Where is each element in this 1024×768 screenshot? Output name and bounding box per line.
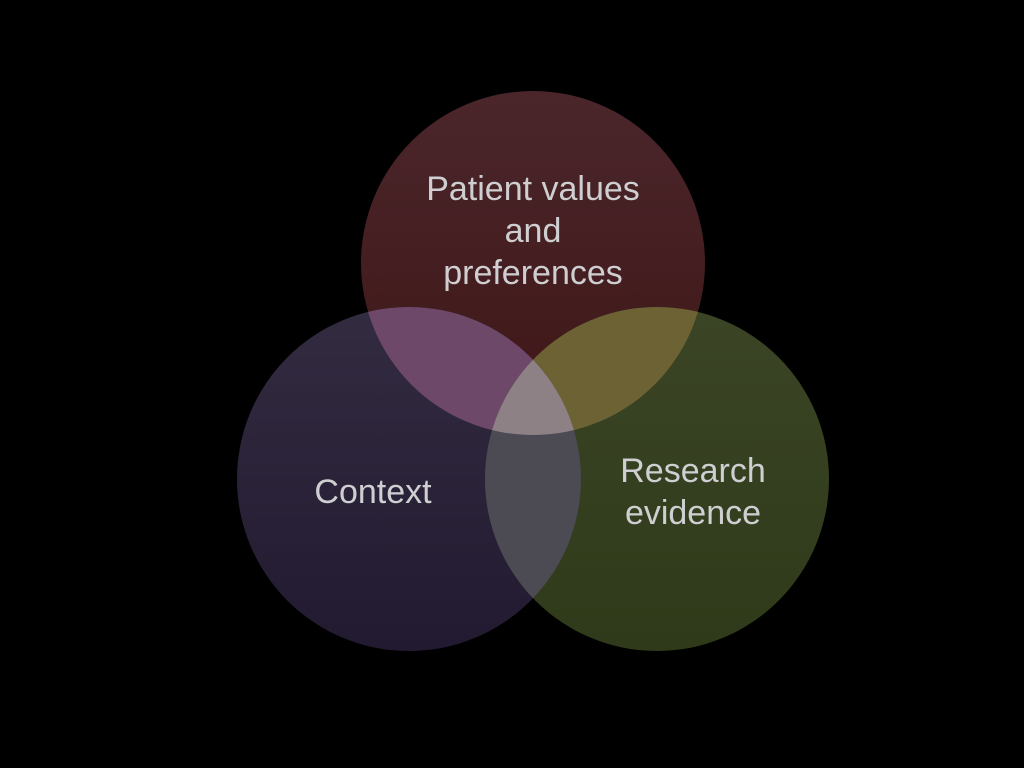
overlap-patient-context	[361, 307, 581, 435]
label-research-evidence-line2: evidence	[625, 494, 761, 532]
label-context: Context	[314, 473, 432, 511]
label-research-evidence-line1: Research	[620, 452, 766, 490]
label-patient-values-line2: and	[505, 212, 562, 250]
overlap-patient-research	[485, 307, 705, 435]
label-patient-values-line3: preferences	[443, 254, 623, 292]
label-patient-values-line1: Patient values	[426, 170, 640, 208]
